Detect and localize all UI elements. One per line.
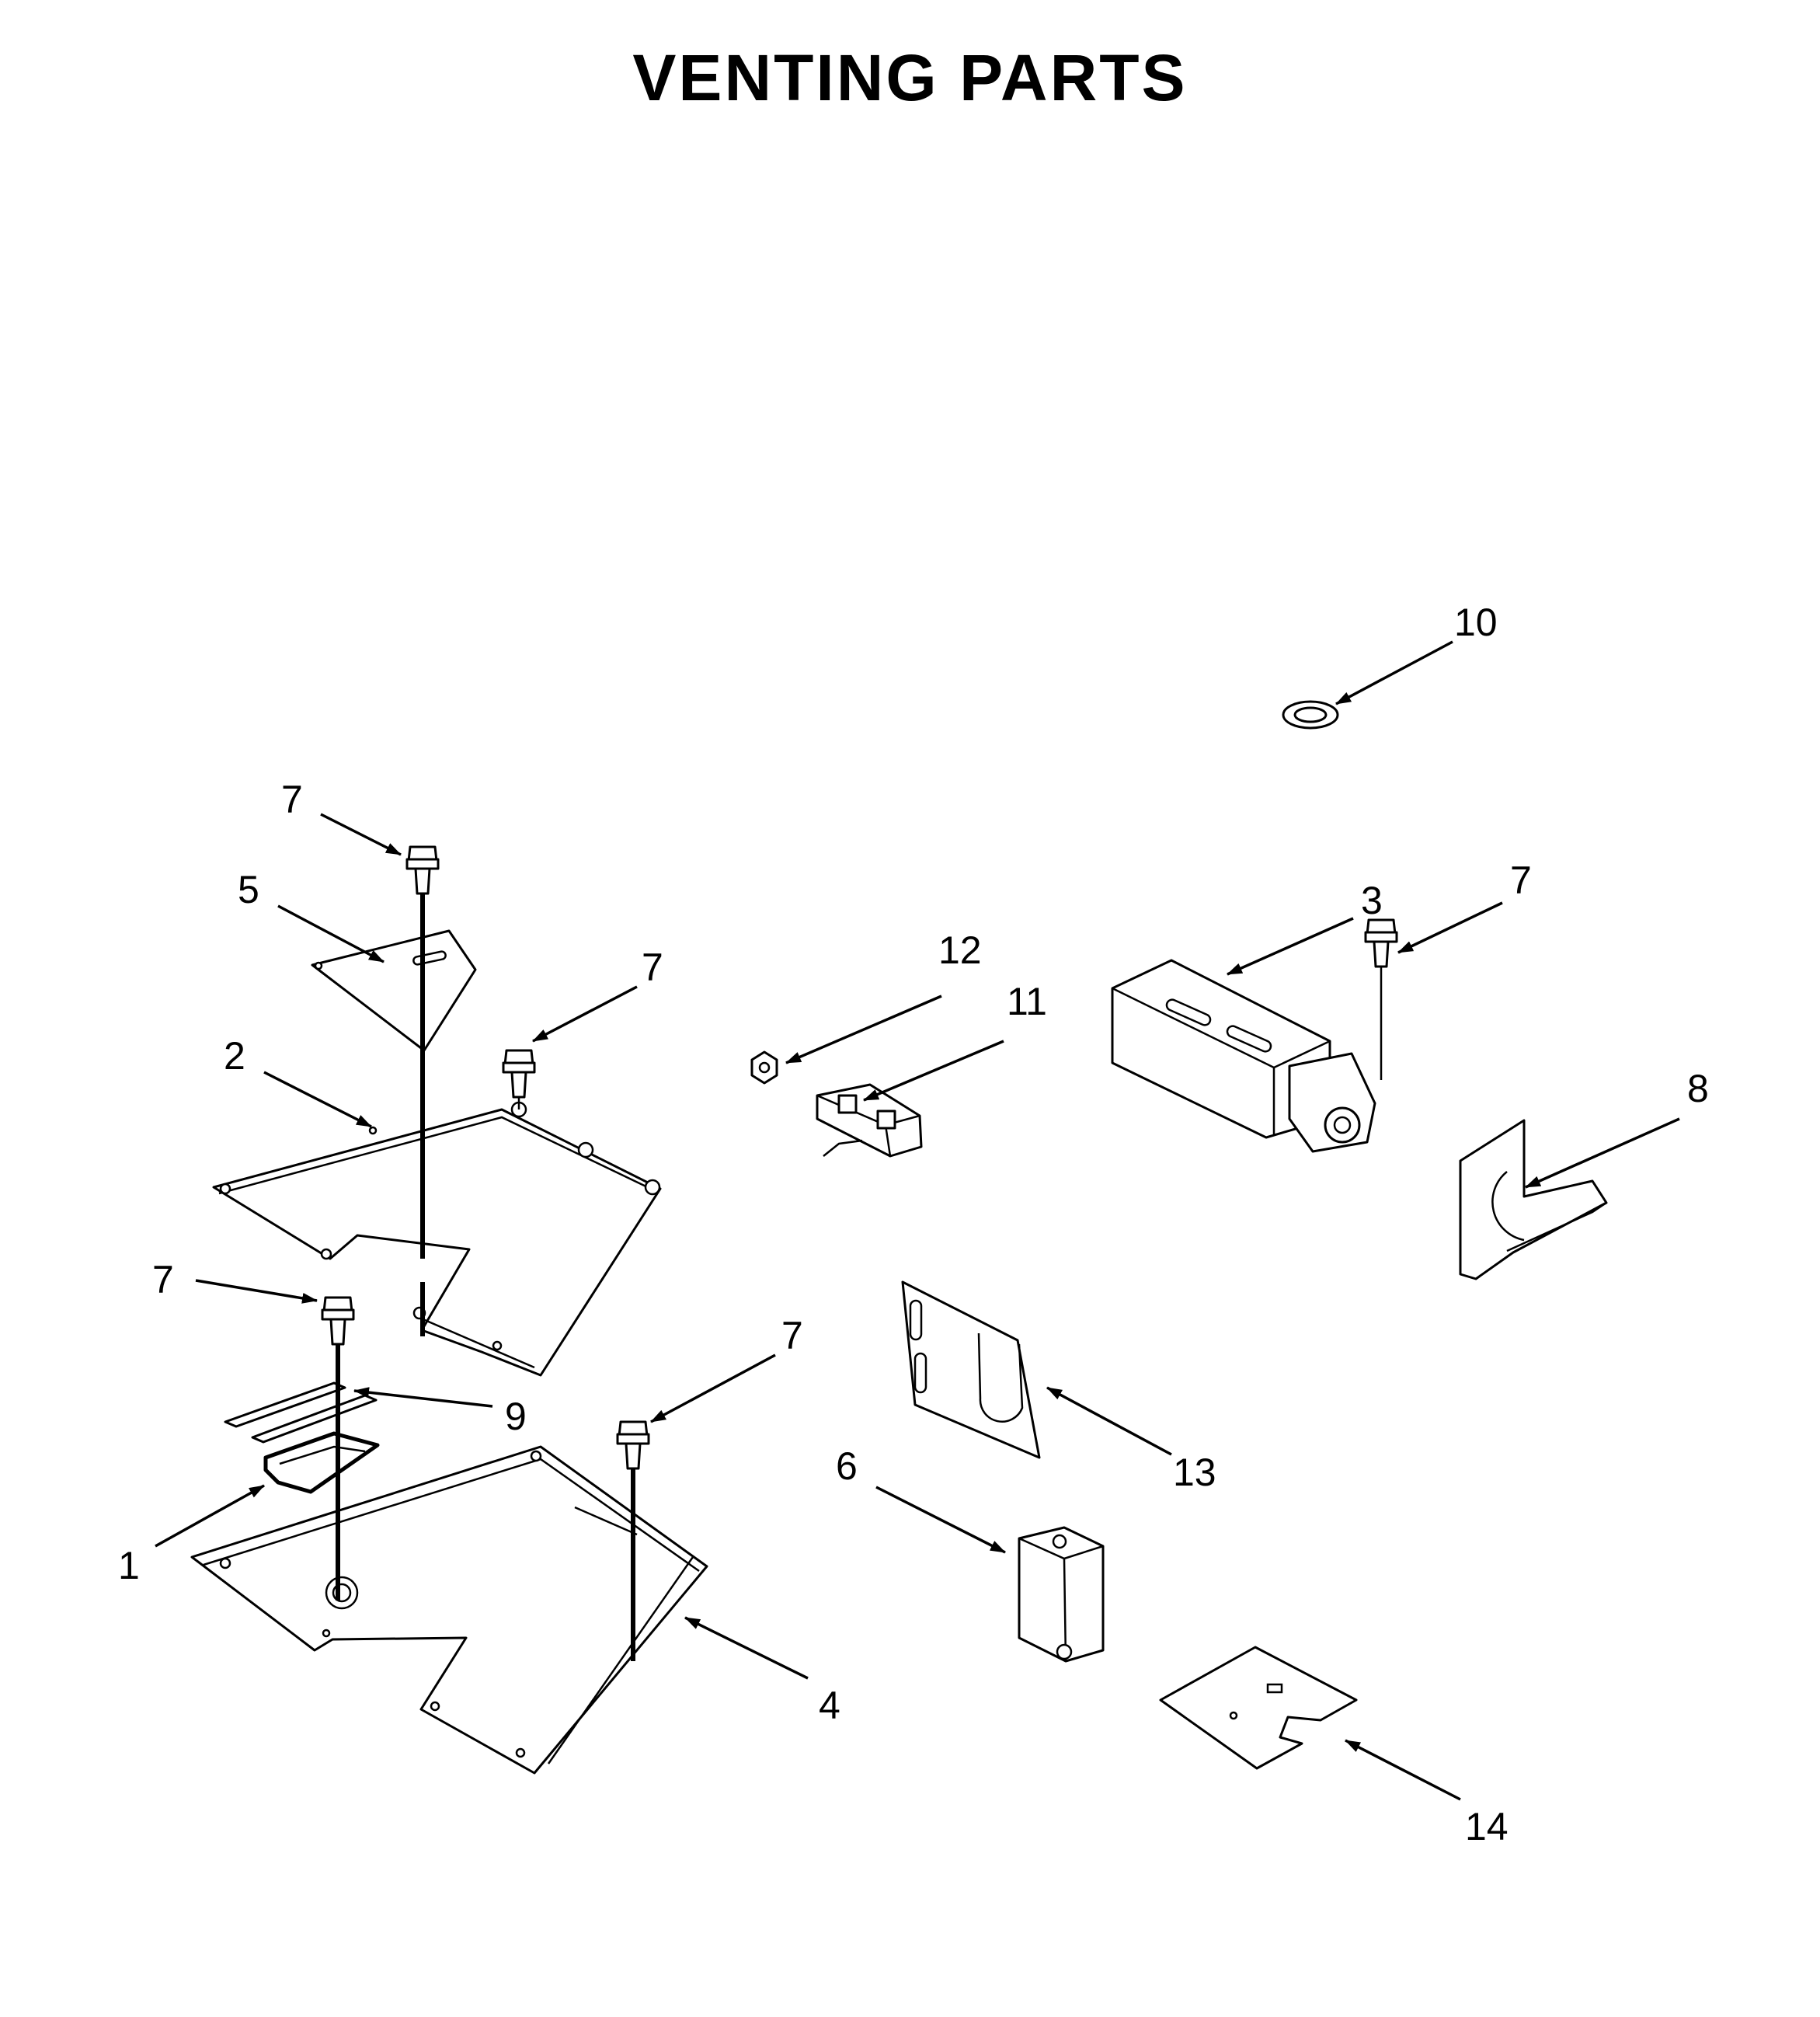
part-10-washer <box>1282 700 1339 730</box>
leader-7b <box>532 985 638 1043</box>
part-14-cover-plate <box>1159 1646 1358 1770</box>
part-13-plate <box>901 1280 1041 1459</box>
leader-3 <box>1227 917 1354 976</box>
callout-1: 1 <box>118 1544 140 1587</box>
callout-11: 11 <box>1007 980 1047 1023</box>
part-1-vent-tray <box>263 1431 380 1494</box>
part-2-panel <box>212 1101 662 1377</box>
callout-6: 6 <box>836 1444 858 1488</box>
callout-7b: 7 <box>642 946 663 989</box>
callout-7e: 7 <box>1510 859 1532 902</box>
leader-5 <box>277 904 385 963</box>
part-3-blower-assembly <box>1111 959 1376 1153</box>
part-9-gasket <box>224 1381 378 1444</box>
part-12-nut <box>750 1050 778 1085</box>
leader-7e <box>1397 901 1503 954</box>
callout-3: 3 <box>1361 879 1383 922</box>
part-5-plate <box>311 929 477 1052</box>
diagram-title: VENTING PARTS <box>632 41 1188 114</box>
leader-lines <box>155 640 1680 1801</box>
callout-7a: 7 <box>281 778 303 821</box>
leader-8 <box>1525 1117 1680 1189</box>
leader-4 <box>684 1616 809 1680</box>
callout-labels: 10 7 5 7 2 12 11 3 7 8 7 9 7 13 1 6 4 14 <box>118 601 1709 1848</box>
bolts <box>321 845 1398 1661</box>
callout-2: 2 <box>224 1034 245 1078</box>
part-4-panel <box>190 1445 708 1775</box>
leader-2 <box>263 1071 372 1128</box>
callout-9: 9 <box>505 1395 527 1438</box>
leader-9 <box>353 1387 493 1408</box>
leader-7d <box>650 1353 776 1423</box>
callout-5: 5 <box>238 868 259 911</box>
leader-1 <box>155 1484 265 1548</box>
part-8-bracket <box>1459 1119 1608 1280</box>
bolt-7b <box>502 1049 536 1099</box>
bolt-7a <box>405 845 440 895</box>
part-6-junction-box <box>1018 1526 1105 1663</box>
callout-14: 14 <box>1465 1805 1509 1848</box>
leader-12 <box>785 995 942 1064</box>
part-11-terminal-block <box>816 1083 923 1158</box>
leader-7c <box>195 1279 318 1304</box>
callout-4: 4 <box>819 1684 840 1727</box>
leader-13 <box>1046 1386 1172 1456</box>
bolt-7d <box>616 1420 650 1470</box>
bolt-7e <box>1364 918 1398 968</box>
leader-14 <box>1345 1739 1461 1801</box>
bolt-7c <box>321 1296 355 1346</box>
callout-13: 13 <box>1173 1451 1216 1494</box>
callout-8: 8 <box>1687 1067 1709 1110</box>
leader-7a <box>320 813 402 856</box>
leader-10 <box>1335 640 1453 705</box>
leader-11 <box>863 1040 1004 1102</box>
callout-7d: 7 <box>781 1314 803 1357</box>
callout-12: 12 <box>938 928 982 972</box>
callout-7c: 7 <box>152 1258 174 1301</box>
leader-6 <box>875 1486 1006 1554</box>
callout-10: 10 <box>1454 601 1498 644</box>
